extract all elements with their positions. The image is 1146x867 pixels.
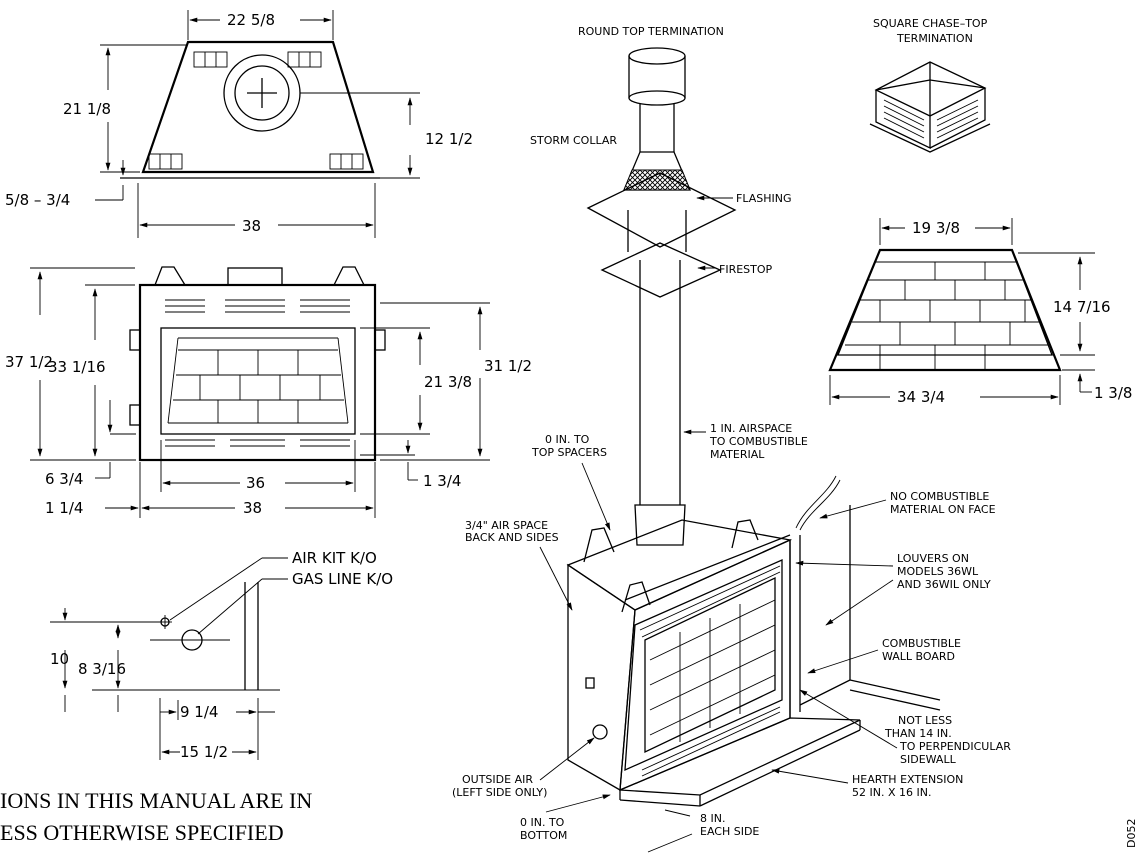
bottom-offset-dim: 5/8 – 3/4 (5, 191, 70, 209)
front-view-drawing (30, 266, 490, 518)
brick-panel-drawing (828, 218, 1095, 405)
ko-width-9-dim: 9 1/4 (180, 703, 218, 721)
bottom-label-1: 0 IN. TO (520, 816, 565, 829)
chase-top-title-2: TERMINATION (896, 32, 973, 45)
chase-top-title-1: SQUARE CHASE–TOP (873, 17, 988, 30)
each-side-label-1: 8 IN. (700, 812, 725, 825)
ko-height-10-dim: 10 (50, 650, 69, 668)
right-base-dim: 1 3/4 (423, 472, 461, 490)
top-width-dim: 22 5/8 (227, 11, 275, 29)
wall-board-label-2: WALL BOARD (882, 650, 955, 663)
air-space-label-1: 3/4" AIR SPACE (465, 519, 548, 532)
footnote-line-2: ESS OTHERWISE SPECIFIED (0, 820, 284, 845)
frame-height-dim: 33 1/16 (48, 358, 106, 376)
brick-top-width-dim: 19 3/8 (912, 219, 960, 237)
bottom-label-2: BOTTOM (520, 829, 567, 842)
wall-board-label-1: COMBUSTIBLE (882, 637, 961, 650)
perpendicular-label-3: TO PERPENDICULAR (899, 740, 1011, 753)
base-height-dim: 6 3/4 (45, 470, 83, 488)
outside-air-label-1: OUTSIDE AIR (462, 773, 533, 786)
perpendicular-label-2: THAN 14 IN. (884, 727, 952, 740)
top-view-drawing (95, 10, 420, 238)
louvers-label-1: LOUVERS ON (897, 552, 969, 565)
brick-bottom-width-dim: 34 3/4 (897, 388, 945, 406)
brick-base-dim: 1 3/8 (1094, 384, 1132, 402)
perpendicular-label-4: SIDEWALL (900, 753, 957, 766)
no-combustible-label-2: MATERIAL ON FACE (890, 503, 996, 516)
firestop-label: FIRESTOP (719, 263, 773, 276)
storm-collar-label: STORM COLLAR (530, 134, 617, 147)
brick-height-dim: 14 7/16 (1053, 298, 1111, 316)
hearth-label-1: HEARTH EXTENSION (852, 773, 963, 786)
gas-line-label: GAS LINE K/O (292, 570, 393, 588)
airspace-label-1: 1 IN. AIRSPACE (710, 422, 792, 435)
footnote-line-1: IONS IN THIS MANUAL ARE IN (0, 788, 312, 813)
outside-air-label-2: (LEFT SIDE ONLY) (452, 786, 547, 799)
top-spacers-label-1: 0 IN. TO (545, 433, 590, 446)
drawing-code: D052 (1125, 819, 1138, 848)
ko-width-15-dim: 15 1/2 (180, 743, 228, 761)
left-offset-dim: 1 1/4 (45, 499, 83, 517)
air-kit-label: AIR KIT K/O (292, 549, 377, 567)
airspace-label-3: MATERIAL (710, 448, 765, 461)
round-top-label: ROUND TOP TERMINATION (578, 25, 724, 38)
opening-width-dim: 36 (246, 474, 265, 492)
hearth-label-2: 52 IN. X 16 IN. (852, 786, 931, 799)
ko-height-8-dim: 8 3/16 (78, 660, 126, 678)
louvers-label-3: AND 36WIL ONLY (897, 578, 991, 591)
chase-top-drawing (869, 61, 991, 153)
top-depth-dim: 21 1/8 (63, 100, 111, 118)
overall-height-dim: 37 1/2 (5, 353, 53, 371)
louvers-label-2: MODELS 36WL (897, 565, 979, 578)
flashing-label: FLASHING (736, 192, 791, 205)
perpendicular-label-1: NOT LESS (898, 714, 952, 727)
top-bottom-width-dim: 38 (242, 217, 261, 235)
top-spacers-label-2: TOP SPACERS (531, 446, 607, 459)
each-side-label-2: EACH SIDE (700, 825, 759, 838)
overall-width-dim: 38 (243, 499, 262, 517)
no-combustible-label-1: NO COMBUSTIBLE (890, 490, 989, 503)
airspace-label-2: TO COMBUSTIBLE (709, 435, 808, 448)
right-height-dim: 31 1/2 (484, 357, 532, 375)
flue-offset-dim: 12 1/2 (425, 130, 473, 148)
knockout-view-drawing (50, 557, 288, 760)
air-space-label-2: BACK AND SIDES (465, 531, 559, 544)
chimney-drawing (566, 47, 941, 807)
opening-height-dim: 21 3/8 (424, 373, 472, 391)
